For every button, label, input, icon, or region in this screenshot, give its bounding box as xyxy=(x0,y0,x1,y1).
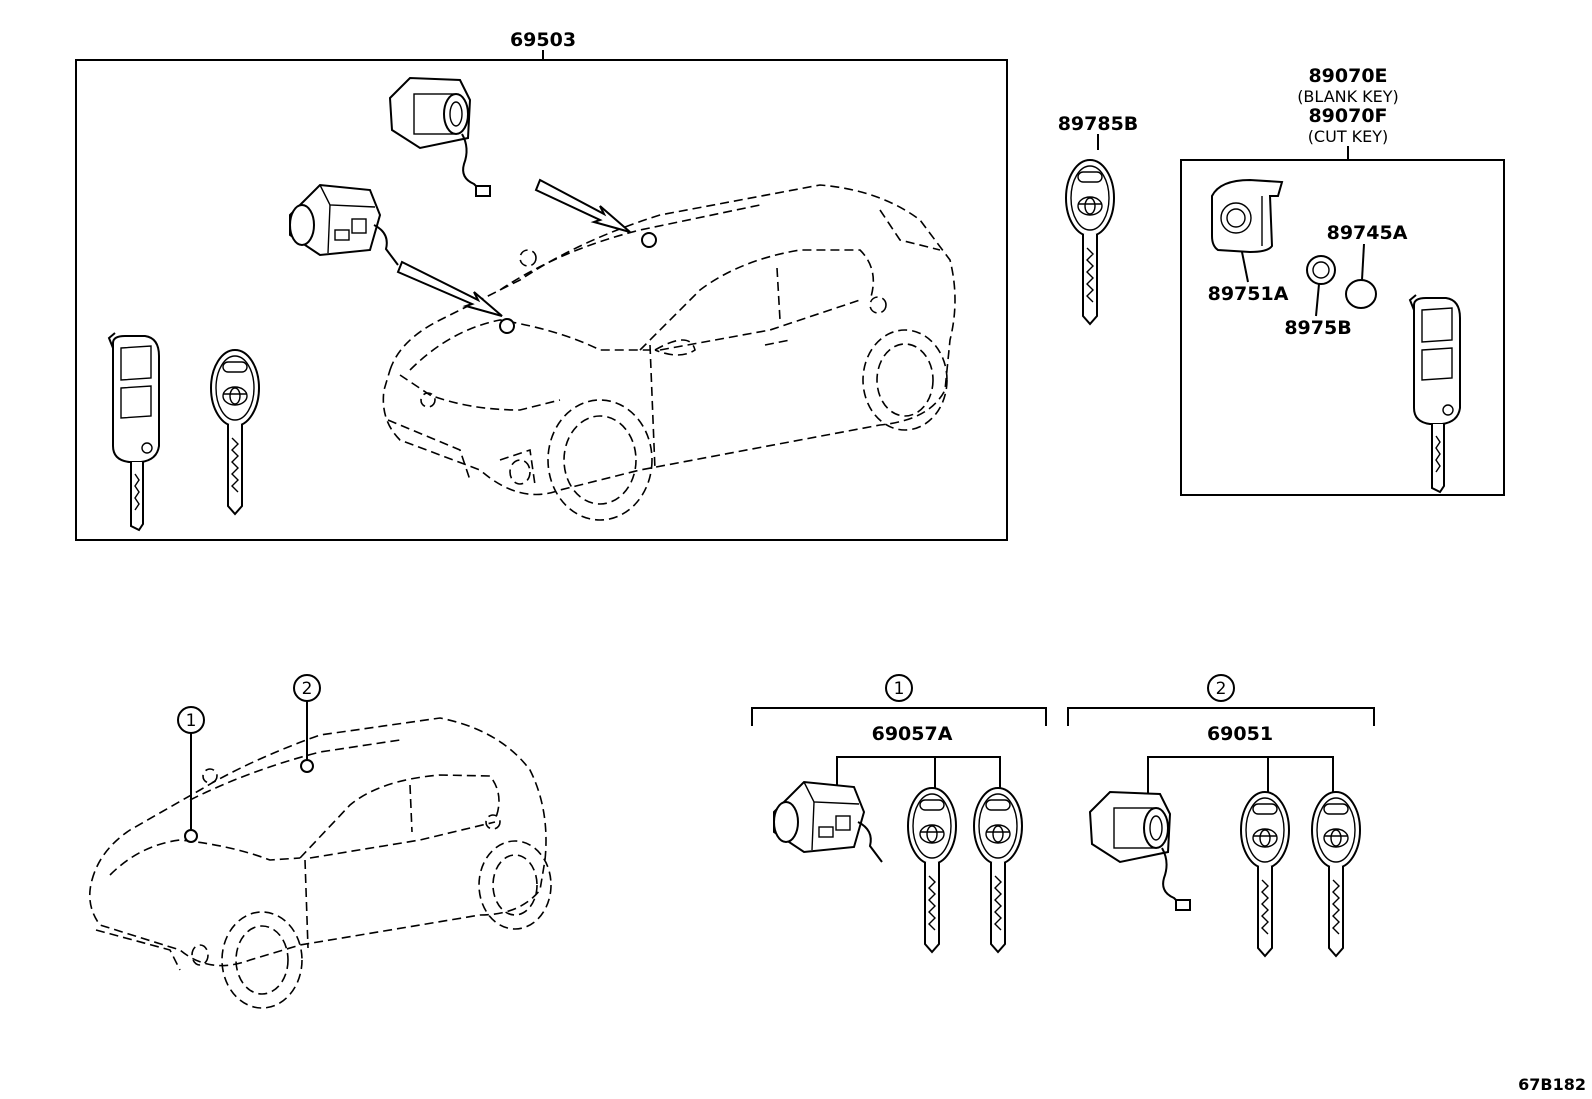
lock-cylinder-icon xyxy=(389,77,491,197)
part-label-89785B: 89785B xyxy=(1058,113,1139,135)
toyota-key-icon xyxy=(907,787,957,953)
lock-cylinder-icon xyxy=(1089,791,1191,911)
car-outline-icon xyxy=(89,717,552,1009)
blank-key-note: (BLANK KEY) xyxy=(1297,87,1399,106)
car-outline-icon xyxy=(382,184,956,521)
part-label-8975B: 8975B xyxy=(1284,317,1351,339)
group-marker-1-text: 1 xyxy=(894,679,905,699)
group-marker-2-text: 2 xyxy=(1216,679,1227,699)
lock-cylinder-icon xyxy=(773,781,883,863)
group-marker-1 xyxy=(885,674,913,702)
toyota-key-icon xyxy=(973,787,1023,953)
toyota-key-icon xyxy=(1065,159,1115,325)
flip-remote-key-icon xyxy=(108,332,160,531)
flip-remote-key-icon xyxy=(1409,294,1461,493)
toyota-key-icon xyxy=(210,349,260,515)
toyota-key-icon xyxy=(1240,791,1290,957)
part-label-69051: 69051 xyxy=(1207,723,1273,745)
transponder-chip-icon xyxy=(1306,255,1336,285)
battery-icon xyxy=(1345,279,1377,309)
cut-key-note: (CUT KEY) xyxy=(1308,127,1389,146)
group-marker-2 xyxy=(1207,674,1235,702)
toyota-key-icon xyxy=(1311,791,1361,957)
kit-box-69503 xyxy=(75,59,1008,541)
part-label-89745A: 89745A xyxy=(1327,222,1408,244)
lock-cylinder-icon xyxy=(289,184,399,266)
part-label-89070F: 89070F xyxy=(1308,105,1387,127)
callout-marker-1-text: 1 xyxy=(186,711,197,731)
part-label-89751A: 89751A xyxy=(1208,283,1289,305)
figure-code: 67B182 xyxy=(1518,1075,1586,1094)
part-label-69503: 69503 xyxy=(510,29,576,51)
part-label-69057A: 69057A xyxy=(872,723,953,745)
part-label-89070E: 89070E xyxy=(1308,65,1387,87)
callout-marker-2-text: 2 xyxy=(302,679,313,699)
kit-box-89070 xyxy=(1180,159,1505,496)
key-shell-icon xyxy=(1211,178,1284,254)
